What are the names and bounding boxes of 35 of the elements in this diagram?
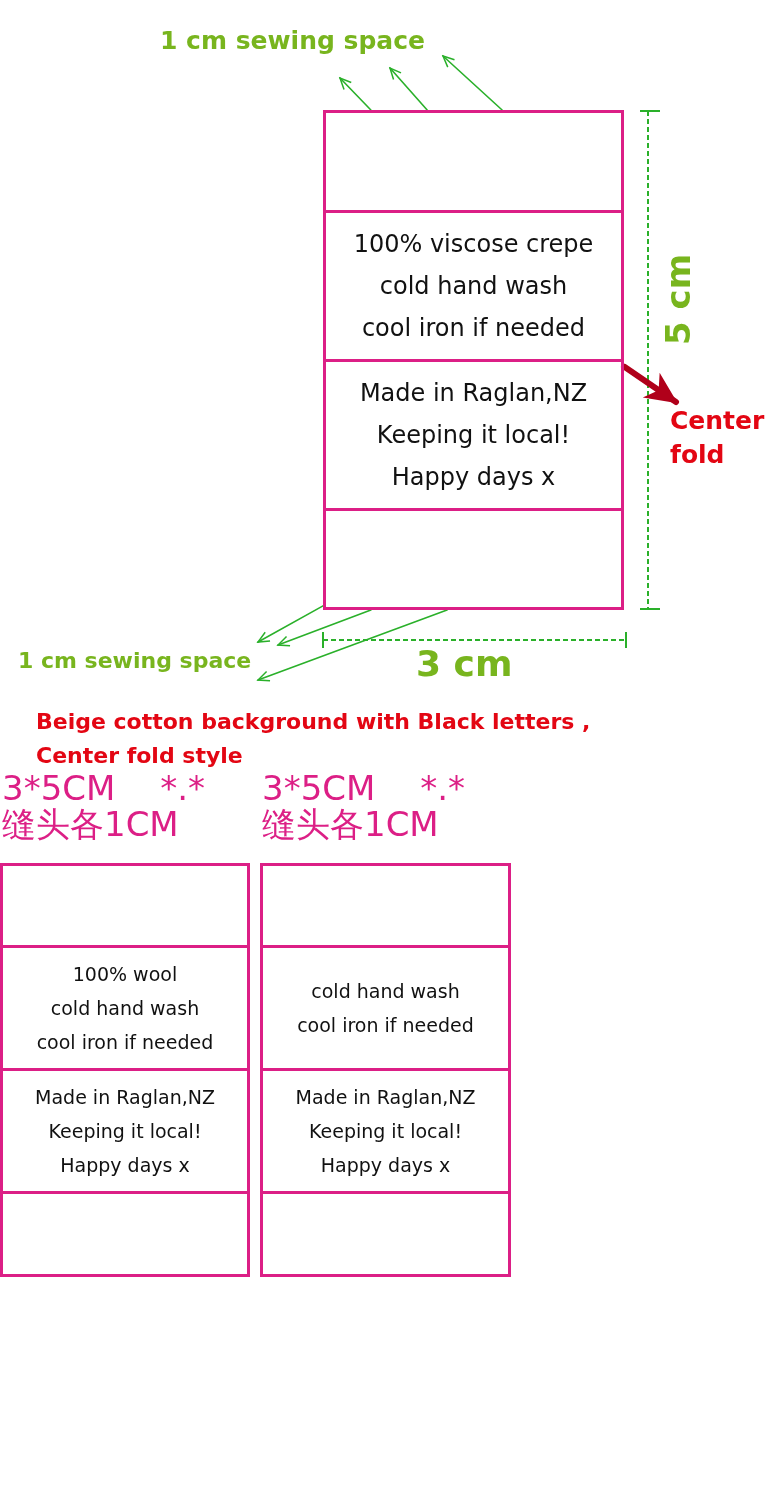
leader-arrow [257, 605, 324, 643]
care-text: Made in Raglan,NZ Keeping it local! Happy days x [35, 1085, 215, 1178]
dimension-label: 3 cm [416, 644, 513, 684]
leader-arrow [277, 609, 372, 647]
size-text: 3*5CM *.* [262, 770, 465, 807]
note-text: Beige cotton background with Black letters , Center fold style [36, 708, 592, 770]
label-panel [323, 210, 624, 362]
label-panel [260, 1191, 511, 1277]
care-text: Made in Raglan,NZ Keeping it local! Happy days x [295, 1085, 476, 1178]
sewing-space-text: 1 cm sewing space [160, 26, 425, 55]
label-panel [323, 110, 624, 213]
label-panel [323, 508, 624, 610]
label-panel [260, 863, 511, 948]
label-panel [0, 945, 250, 1071]
callout-text: Center fold [670, 404, 774, 472]
leader-arrow [442, 55, 503, 111]
care-text: 100% viscose crepe cold hand wash cool iron if needed [353, 229, 594, 344]
fold-arrow [621, 363, 679, 405]
size-text: 3*5CM *.* [2, 770, 205, 807]
care-text: cold hand wash cool iron if needed [297, 979, 474, 1038]
care-text: 100% wool cold hand wash cool iron if needed [36, 962, 214, 1055]
leader-arrow [389, 67, 428, 111]
label-panel [0, 863, 250, 948]
label-panel [0, 1191, 250, 1277]
label-panel [260, 945, 511, 1071]
seam-text: 缝头各1CM [262, 806, 439, 843]
leader-arrow [257, 609, 448, 682]
label-panel [260, 1068, 511, 1194]
label-panel [323, 359, 624, 511]
label-panel [0, 1068, 250, 1194]
leader-arrow [339, 77, 372, 111]
sewing-space-text: 1 cm sewing space [18, 648, 252, 673]
care-text: Made in Raglan,NZ Keeping it local! Happy days x [359, 378, 588, 493]
dimension-label: 5 cm [660, 253, 697, 345]
seam-text: 缝头各1CM [2, 806, 179, 843]
